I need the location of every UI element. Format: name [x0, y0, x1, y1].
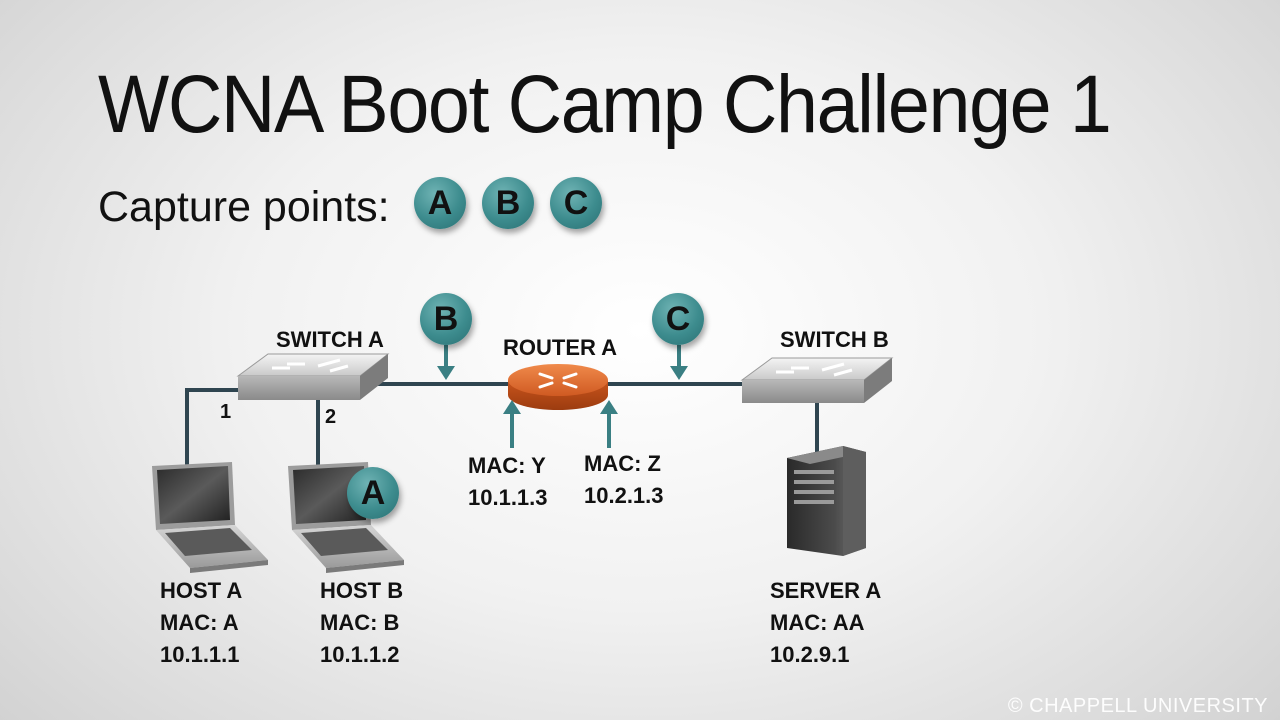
link-switch-a-host-a	[185, 388, 240, 470]
router-left-mac: MAC: Y	[468, 453, 546, 478]
switch-b-label: SWITCH B	[780, 327, 889, 352]
router-a-icon	[508, 364, 608, 410]
legend-capture-point-c: C	[550, 177, 602, 229]
capture-point-b-marker: B	[420, 293, 472, 345]
switch-a-port-1-label: 1	[220, 401, 232, 423]
slide-title: WCNA Boot Camp Challenge 1	[98, 59, 1112, 150]
host-a-name: HOST A	[160, 578, 243, 603]
legend-capture-point-a: A	[414, 177, 466, 229]
server-a-name: SERVER A	[770, 578, 882, 603]
host-b-ip: 10.1.1.2	[320, 642, 400, 667]
server-a-info: SERVER A MAC: AA 10.2.9.1	[770, 575, 881, 671]
host-a-mac: MAC: A	[160, 610, 239, 635]
router-right-ip: 10.2.1.3	[584, 483, 664, 508]
capture-arrows	[437, 345, 688, 448]
switch-a-icon	[236, 353, 390, 400]
host-a-laptop-icon	[152, 462, 268, 573]
switch-b-icon	[740, 357, 894, 403]
router-right-interface-info: MAC: Z 10.2.1.3	[584, 448, 664, 512]
server-a-ip: 10.2.9.1	[770, 642, 850, 667]
router-left-ip: 10.1.1.3	[468, 485, 548, 510]
router-right-mac: MAC: Z	[584, 451, 661, 476]
copyright-watermark: © CHAPPELL UNIVERSITY	[1007, 695, 1268, 717]
switch-a-port-2-label: 2	[325, 406, 337, 428]
capture-points-label: Capture points:	[98, 183, 390, 231]
host-b-mac: MAC: B	[320, 610, 400, 635]
server-a-mac: MAC: AA	[770, 610, 865, 635]
capture-point-c-marker: C	[652, 293, 704, 345]
router-a-label: ROUTER A	[503, 335, 618, 360]
host-a-info: HOST A MAC: A 10.1.1.1	[160, 575, 242, 671]
host-a-ip: 10.1.1.1	[160, 642, 240, 667]
switch-a-label: SWITCH A	[276, 327, 384, 352]
capture-point-a-marker: A	[347, 467, 399, 519]
server-a-icon	[787, 446, 866, 556]
router-left-interface-info: MAC: Y 10.1.1.3	[468, 450, 548, 514]
legend-capture-point-b: B	[482, 177, 534, 229]
host-b-name: HOST B	[320, 578, 404, 603]
host-b-info: HOST B MAC: B 10.1.1.2	[320, 575, 403, 671]
